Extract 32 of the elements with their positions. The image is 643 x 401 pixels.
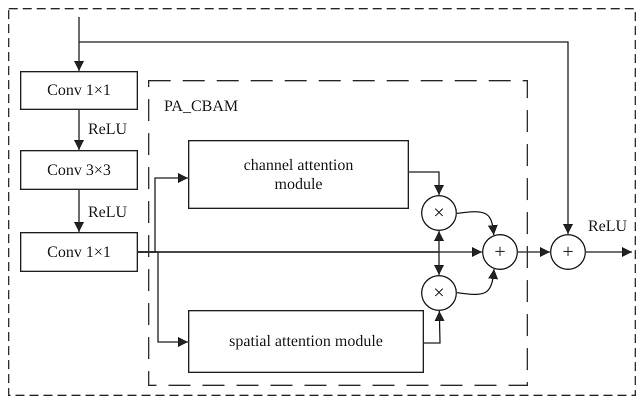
arrow	[586, 247, 632, 257]
operator-symbol: ×	[433, 203, 445, 223]
process-box	[188, 310, 424, 373]
sum-circle	[482, 234, 518, 270]
box-label: Conv 1×1	[47, 81, 111, 100]
operator-symbol: +	[494, 242, 506, 262]
dashed-module-frame	[148, 80, 528, 386]
arrow	[518, 247, 550, 257]
dashed-frame	[8, 8, 636, 396]
box-label: spatial attention module	[229, 332, 383, 351]
multiply-circle	[421, 275, 457, 311]
arrow	[409, 171, 444, 195]
frame-title: PA_CBAM	[164, 97, 238, 116]
operator-symbol: ×	[433, 283, 445, 303]
arrow	[138, 251, 444, 275]
process-box	[20, 232, 138, 272]
multiply-circle	[421, 195, 457, 231]
operator-symbol: +	[562, 242, 574, 262]
box-label: channel attention module	[242, 156, 354, 194]
arrow	[456, 268, 498, 296]
sum-circle	[550, 234, 586, 270]
box-label: Conv 1×1	[47, 242, 111, 262]
arrow	[456, 211, 498, 236]
process-box	[20, 150, 138, 190]
box-label: Conv 3×3	[47, 160, 111, 180]
arrow	[424, 310, 445, 344]
arrow	[74, 110, 84, 150]
arrow	[79, 41, 573, 234]
process-box	[188, 140, 409, 209]
process-box	[20, 71, 138, 110]
arrow	[74, 17, 84, 71]
arrow	[74, 190, 84, 232]
